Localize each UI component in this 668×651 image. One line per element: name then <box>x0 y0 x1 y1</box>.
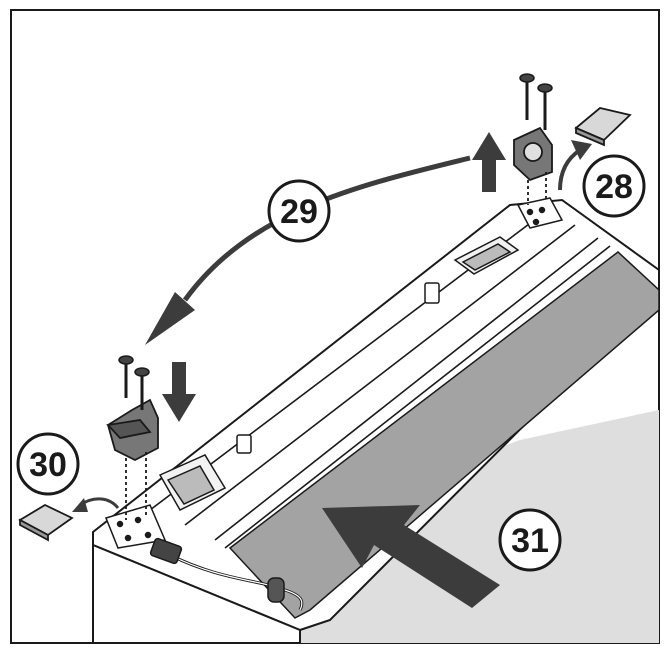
rail-clips <box>236 282 440 454</box>
step-number-28: 28 <box>595 168 633 206</box>
step-number-29: 29 <box>280 193 318 231</box>
curved-arrow-28-head <box>571 140 592 160</box>
mounting-plate-left <box>104 504 167 549</box>
push-arrow-31 <box>322 505 500 608</box>
cover-cap-left <box>18 503 74 542</box>
cover-cap-right <box>574 107 632 147</box>
step-badge-31: 31 <box>498 508 562 572</box>
hinge-bracket-right <box>513 126 553 205</box>
recess-right <box>453 236 520 275</box>
step-number-31: 31 <box>511 522 549 560</box>
screws-right <box>519 73 553 130</box>
down-arrow <box>162 362 196 422</box>
curved-arrow-30-head <box>72 498 88 512</box>
floor-area <box>300 410 659 643</box>
curved-arrow-29-head <box>145 292 195 345</box>
hinge-bracket-left <box>106 398 159 520</box>
step-number-30: 30 <box>29 446 67 484</box>
step-badge-30: 30 <box>16 432 80 496</box>
step-badge-28: 28 <box>582 154 646 218</box>
screws-left <box>118 355 150 410</box>
up-arrow <box>472 132 506 192</box>
cable-connector <box>149 537 285 603</box>
recess-left <box>158 454 227 511</box>
mounting-plate-right <box>516 197 564 229</box>
step-badge-29: 29 <box>267 179 331 243</box>
